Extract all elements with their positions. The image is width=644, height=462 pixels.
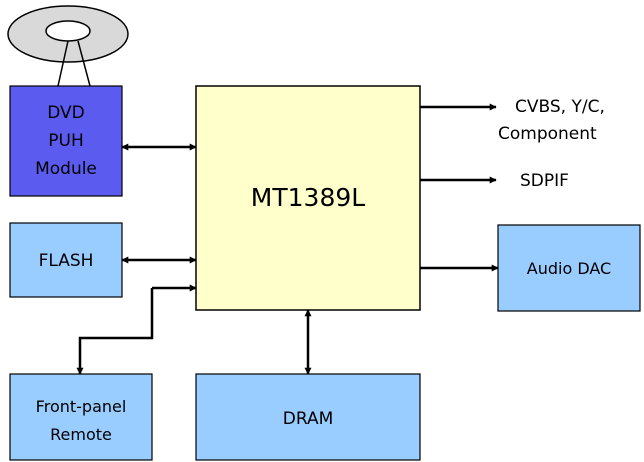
front-panel-bus xyxy=(76,288,154,375)
dvd-puh-module-label-line2: PUH xyxy=(48,131,83,151)
front-panel-label-line1: Front-panel xyxy=(36,397,127,416)
audio-dac-label: Audio DAC xyxy=(527,259,611,278)
dvd-puh-module-label-line3: Module xyxy=(35,159,97,179)
video-output-label-line1: CVBS, Y/C, xyxy=(515,97,605,117)
flash-label: FLASH xyxy=(39,251,94,271)
video-output-label-line2: Component xyxy=(498,124,597,144)
dram-label: DRAM xyxy=(283,409,334,429)
audio-dac-block: Audio DAC xyxy=(497,224,641,312)
front-panel-label-line2: Remote xyxy=(50,425,112,444)
dvd-puh-module-block: DVD PUH Module xyxy=(9,85,123,197)
flash-block: FLASH xyxy=(9,222,123,298)
dvd-puh-module-label-line1: DVD xyxy=(47,103,85,123)
optical-disc-icon xyxy=(7,5,129,87)
front-panel-remote-block: Front-panel Remote xyxy=(9,373,153,461)
dram-block: DRAM xyxy=(195,373,421,461)
mt1389l-label: MT1389L xyxy=(251,183,365,212)
spdif-output-label: SDPIF xyxy=(520,171,569,191)
mt1389l-decoder-block: MT1389L xyxy=(195,85,421,311)
